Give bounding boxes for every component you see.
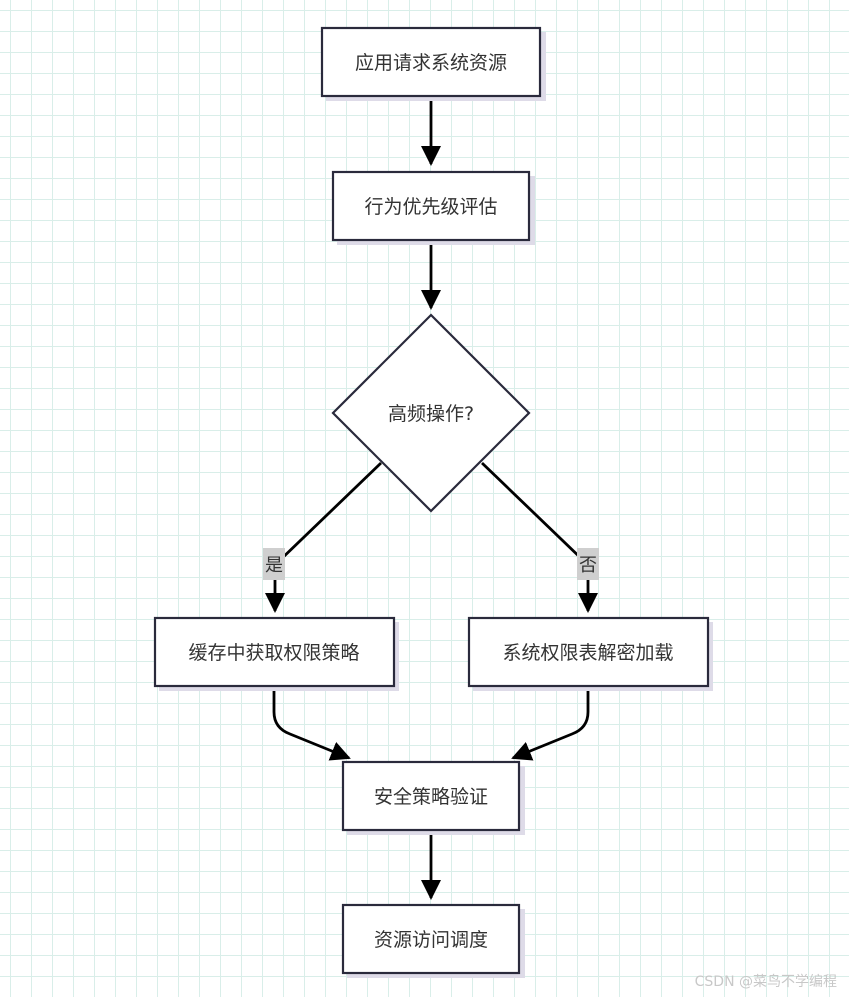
node-request[interactable]: 应用请求系统资源 [320,26,546,101]
node-cache[interactable]: 缓存中获取权限策略 [153,616,399,691]
node-request-label: 应用请求系统资源 [355,52,507,74]
node-decrypt-label: 系统权限表解密加载 [502,642,673,664]
node-evaluate-label: 行为优先级评估 [364,196,497,218]
node-evaluate[interactable]: 行为优先级评估 [331,170,535,245]
edge-label-no: 否 [577,548,599,580]
edge-label-no-bg [577,548,599,580]
edge-decrypt-to-verify [511,686,590,761]
node-decision[interactable]: 高频操作? [331,313,531,513]
node-schedule[interactable]: 资源访问调度 [341,903,525,978]
node-decrypt[interactable]: 系统权限表解密加载 [467,616,713,691]
edge-label-no-text: 否 [579,555,597,576]
node-schedule-label: 资源访问调度 [374,929,488,951]
edge-cache-to-verify [272,686,351,761]
edge-label-yes-bg [263,548,285,580]
edge-decision-to-decrypt [481,461,598,613]
edge-decision-to-cache [265,461,382,613]
node-decision-label: 高频操作? [388,403,474,425]
watermark: CSDN @菜鸟不学编程 [694,974,837,990]
node-cache-label: 缓存中获取权限策略 [188,642,359,664]
node-verify-label: 安全策略验证 [374,786,488,808]
node-verify[interactable]: 安全策略验证 [341,760,525,835]
edge-label-yes-text: 是 [265,555,283,576]
edge-label-yes: 是 [263,548,285,580]
